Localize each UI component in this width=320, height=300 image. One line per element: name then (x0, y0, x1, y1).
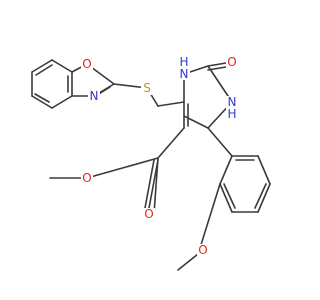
bond-coo-oether (86, 157, 159, 179)
bond-c-o-carbonyl-1 (148, 159, 159, 209)
bond-ph-5 (219, 183, 233, 213)
bond-benz-2 (51, 59, 73, 73)
ring-nitrogen-lower: N (228, 95, 237, 109)
ring-nitrogen-upper: N (180, 67, 189, 81)
bond-ph-2 (257, 155, 271, 185)
bond-benz-4 (51, 95, 73, 109)
ester-ether-oxygen: O (82, 171, 91, 185)
bond-benz-1 (31, 59, 53, 73)
bond-ph-dbl-2 (254, 183, 267, 209)
oxazole-oxygen: O (82, 57, 91, 71)
bond-c-o-carbonyl-2 (144, 159, 155, 209)
oxazole-nitrogen: N (90, 89, 99, 103)
bond-ph-dbl-3 (223, 183, 236, 209)
bond-ph-6 (219, 155, 233, 185)
bond-benz-5 (31, 95, 53, 109)
bond-benz-dbl-1 (35, 64, 53, 76)
bond-ch2-c6 (157, 101, 185, 107)
ester-carbonyl-oxygen: O (144, 207, 153, 221)
thioether-sulfur: S (143, 81, 151, 95)
bond-benz-dbl-3 (34, 93, 50, 103)
ring-h-lower: H (227, 107, 236, 121)
bond-ph-o (199, 183, 221, 249)
methoxy-oxygen: O (198, 243, 207, 257)
ring-carbonyl-oxygen: O (227, 55, 236, 69)
molecule-structure: O N S H N O N H O O O (31, 55, 271, 271)
bond-c5-coo (157, 127, 185, 159)
bond-layer (31, 59, 271, 271)
ring-h-upper: H (179, 55, 188, 69)
atom-label-layer: O N S H N O N H O O O (81, 55, 238, 257)
bond-ph-3 (257, 183, 271, 213)
bond-c4-ph (207, 127, 233, 157)
